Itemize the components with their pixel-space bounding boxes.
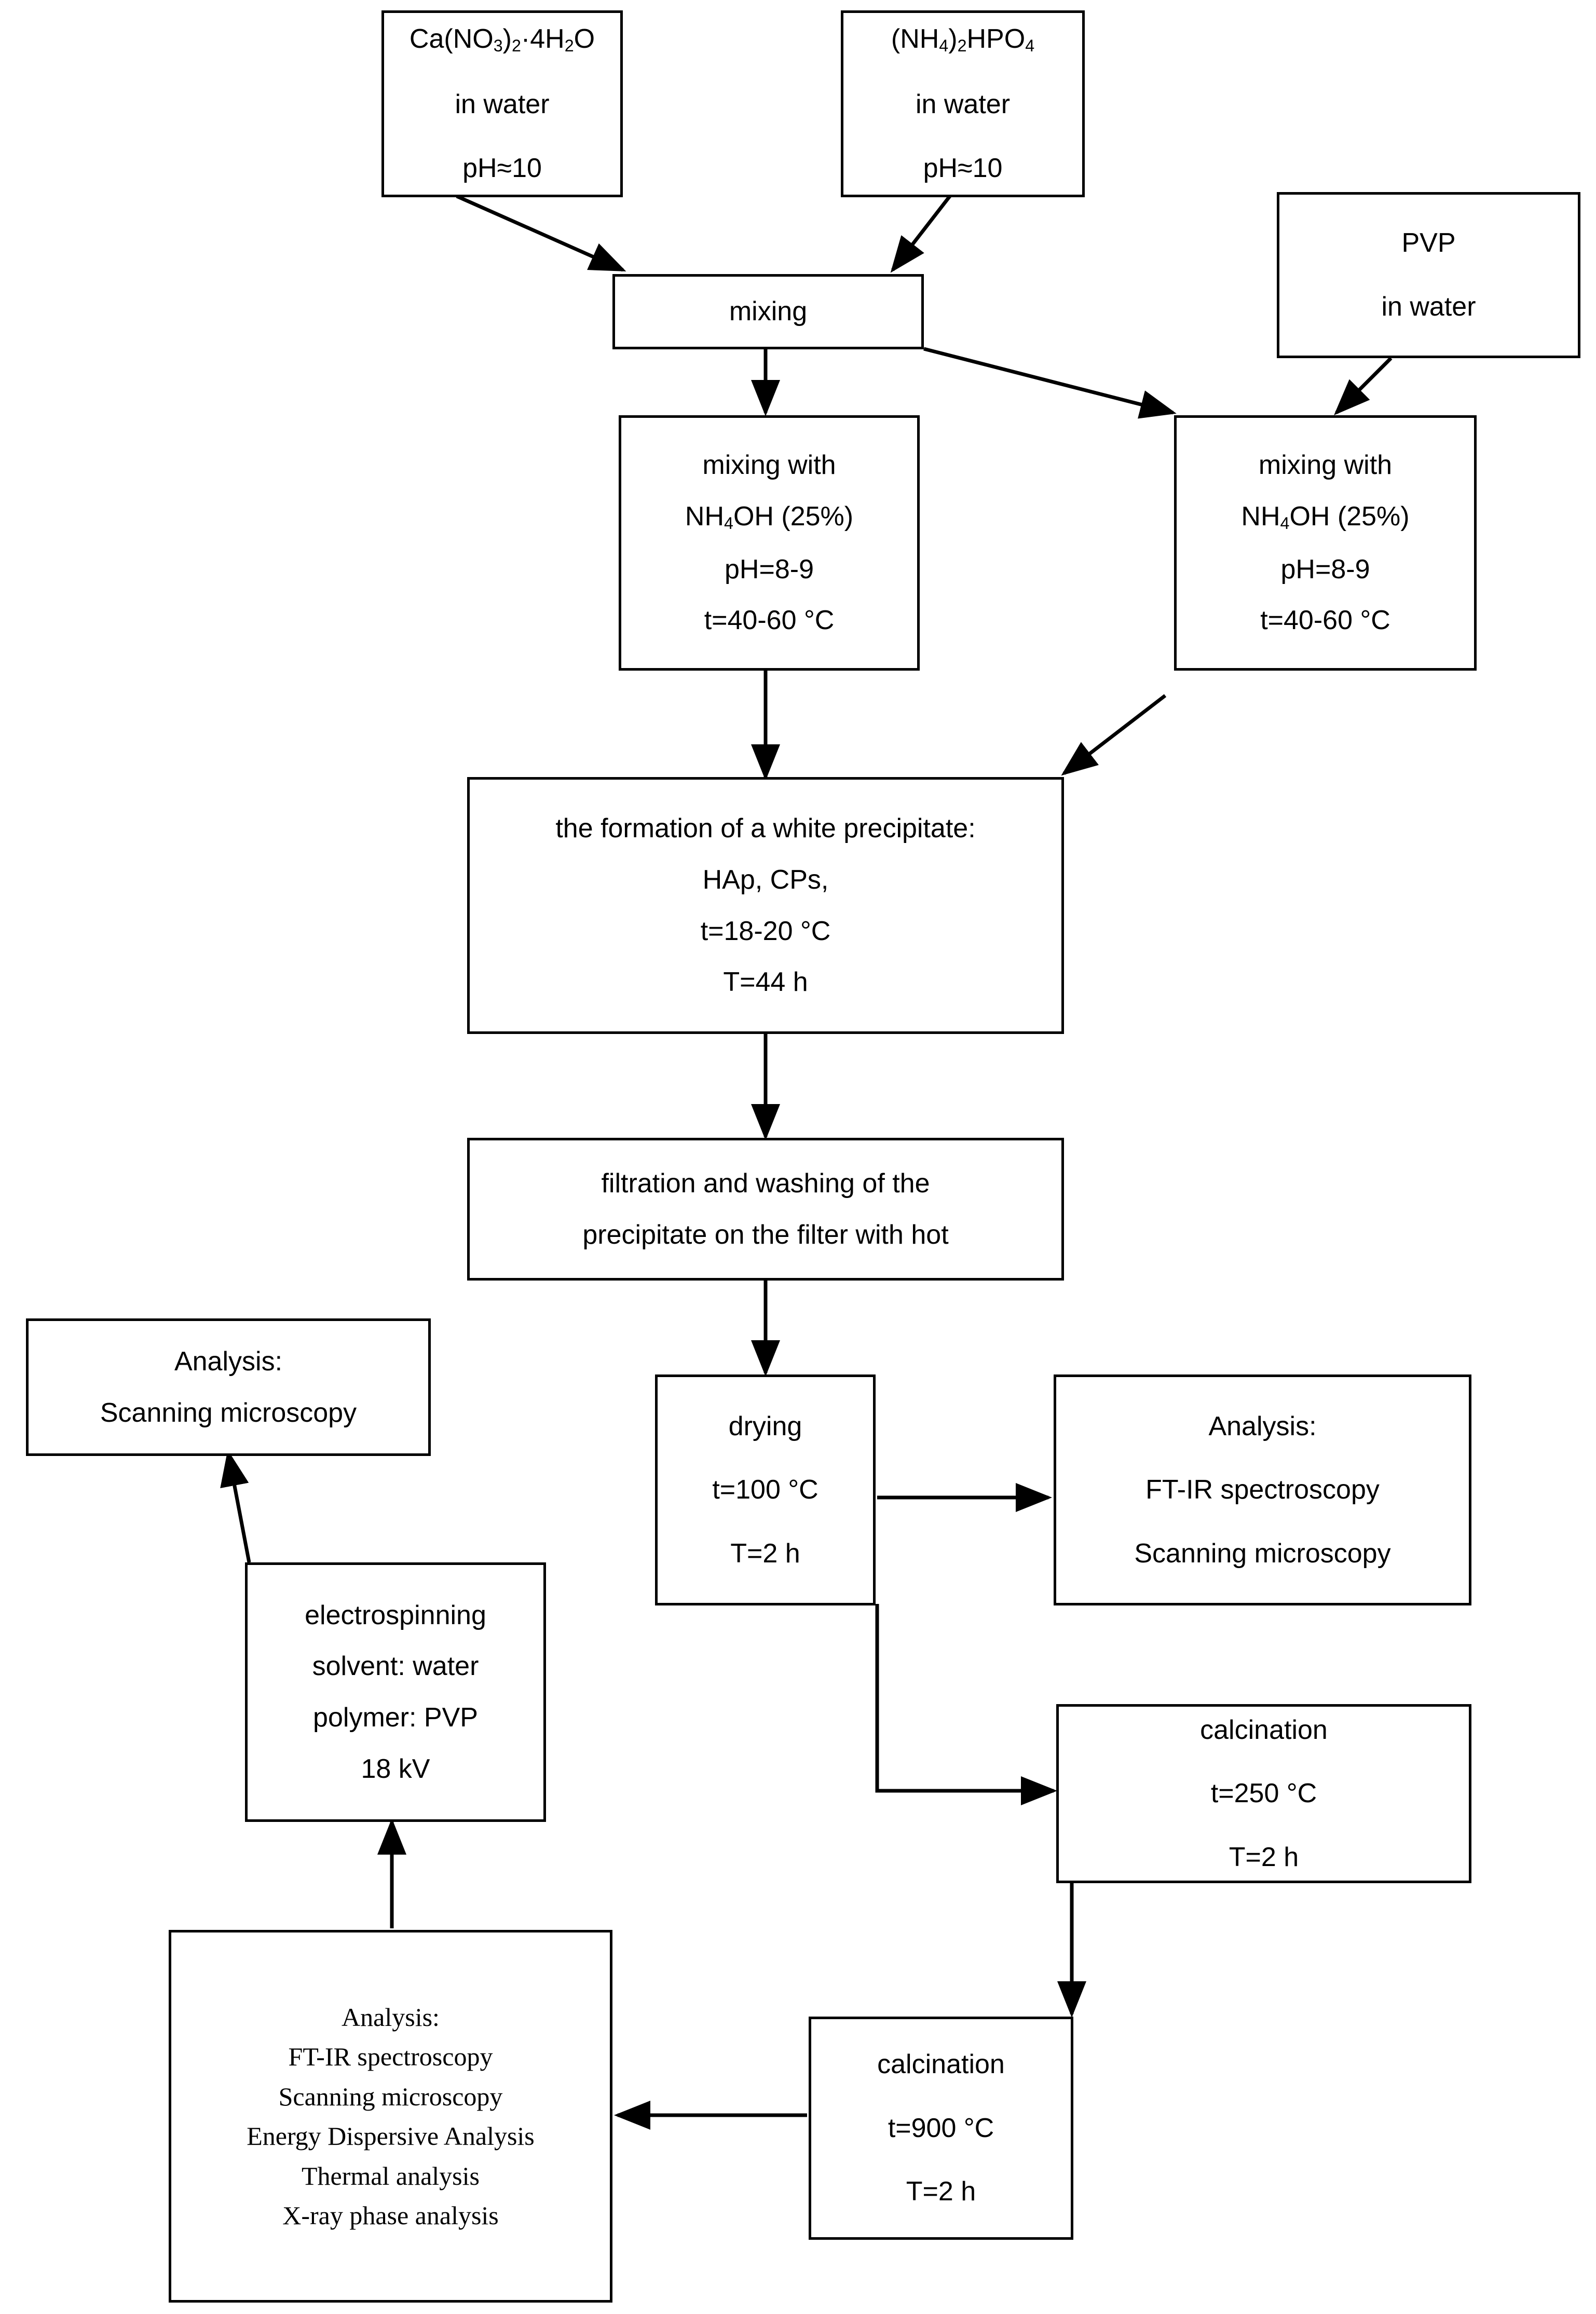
- ammonium-phosphate-ph: pH≈10: [923, 153, 1003, 183]
- ammonium-phosphate-formula: (NH4)2HPO4: [891, 24, 1035, 56]
- node-mixing-nh4oh-right[interactable]: mixing with NH4OH (25%) pH=8-9 t=40-60 °…: [1174, 415, 1477, 671]
- mixing-nh4oh-left-line1: mixing with: [702, 450, 836, 481]
- node-pvp-in-water[interactable]: PVP in water: [1277, 192, 1580, 358]
- connector-electrospinning-to-analysis-scanning: [220, 1450, 251, 1563]
- connector-nh4oh-right-to-precipitate: [1061, 694, 1167, 776]
- calcium-nitrate-formula: Ca(NO3)2·4H2O: [409, 24, 595, 56]
- node-calcination-250[interactable]: calcination t=250 °C T=2 h: [1056, 1704, 1471, 1883]
- calcium-nitrate-ph: pH≈10: [462, 153, 542, 183]
- drying-label: drying: [728, 1411, 802, 1441]
- node-analysis-scanning-top-left[interactable]: Analysis: Scanning microscopy: [26, 1318, 431, 1456]
- calcination-900-temp: t=900 °C: [888, 2113, 994, 2143]
- electrospinning-label: electrospinning: [305, 1600, 486, 1630]
- connector-mixing-to-nh4oh-right: [923, 347, 1177, 419]
- analysis-ftir-title: Analysis:: [1208, 1411, 1317, 1441]
- node-calcium-nitrate[interactable]: Ca(NO3)2·4H2O in water pH≈10: [381, 10, 623, 197]
- analysis-ftir-method-1: FT-IR spectroscopy: [1145, 1475, 1380, 1505]
- mixing-nh4oh-left-reagent: NH4OH (25%): [685, 501, 854, 533]
- drying-duration: T=2 h: [730, 1538, 800, 1569]
- node-white-precipitate[interactable]: the formation of a white precipitate: HA…: [467, 777, 1064, 1034]
- calcination-250-label: calcination: [1200, 1714, 1328, 1745]
- node-filtration[interactable]: filtration and washing of the precipitat…: [467, 1138, 1064, 1281]
- node-mixing-nh4oh-left[interactable]: mixing with NH4OH (25%) pH=8-9 t=40-60 °…: [619, 415, 920, 671]
- precipitate-phases: HAp, CPs,: [702, 864, 829, 895]
- precipitate-duration: T=44 h: [723, 967, 808, 998]
- connector-pvp-to-nh4oh-right: [1334, 357, 1393, 415]
- mixing-nh4oh-right-reagent: NH4OH (25%): [1241, 501, 1410, 533]
- calcium-nitrate-solvent: in water: [455, 89, 550, 120]
- connector-ammphos-to-mixing: [890, 195, 951, 273]
- node-electrospinning[interactable]: electrospinning solvent: water polymer: …: [245, 1562, 546, 1822]
- analysis-full-method-1: FT-IR spectroscopy: [288, 2042, 493, 2071]
- node-calcination-900[interactable]: calcination t=900 °C T=2 h: [809, 2017, 1073, 2240]
- node-mixing[interactable]: mixing: [612, 274, 924, 349]
- mixing-nh4oh-right-ph: pH=8-9: [1280, 554, 1370, 584]
- filtration-line2: precipitate on the filter with hot: [582, 1219, 949, 1250]
- analysis-scanning-method: Scanning microscopy: [100, 1397, 357, 1428]
- electrospinning-solvent: solvent: water: [312, 1651, 479, 1682]
- analysis-scanning-title: Analysis:: [174, 1346, 283, 1377]
- pvp-label: PVP: [1401, 228, 1456, 258]
- precipitate-title: the formation of a white precipitate:: [555, 813, 976, 844]
- analysis-full-method-2: Scanning microscopy: [278, 2081, 503, 2111]
- analysis-full-title: Analysis:: [342, 2002, 440, 2032]
- pvp-solvent: in water: [1381, 292, 1476, 322]
- calcination-900-label: calcination: [877, 2049, 1005, 2080]
- node-analysis-ftir-right[interactable]: Analysis: FT-IR spectroscopy Scanning mi…: [1054, 1374, 1471, 1605]
- analysis-ftir-method-2: Scanning microscopy: [1134, 1538, 1391, 1569]
- analysis-full-method-5: X-ray phase analysis: [282, 2201, 499, 2230]
- calcination-250-duration: T=2 h: [1229, 1842, 1299, 1872]
- mixing-label: mixing: [729, 296, 808, 327]
- calcination-900-duration: T=2 h: [906, 2176, 976, 2207]
- electrospinning-polymer: polymer: PVP: [313, 1703, 478, 1733]
- connector-canitrate-to-mixing: [456, 194, 626, 272]
- electrospinning-voltage: 18 kV: [361, 1753, 430, 1784]
- node-drying[interactable]: drying t=100 °C T=2 h: [655, 1374, 876, 1605]
- filtration-line1: filtration and washing of the: [601, 1168, 930, 1199]
- connector-drying-to-calcination250: [875, 1604, 1057, 1805]
- ammonium-phosphate-solvent: in water: [915, 89, 1011, 120]
- analysis-full-method-3: Energy Dispersive Analysis: [247, 2121, 535, 2150]
- node-analysis-full-bottom[interactable]: Analysis: FT-IR spectroscopy Scanning mi…: [169, 1930, 612, 2303]
- mixing-nh4oh-right-temp: t=40-60 °C: [1260, 605, 1390, 636]
- precipitate-temp: t=18-20 °C: [700, 916, 831, 946]
- drying-temp: t=100 °C: [712, 1475, 819, 1505]
- mixing-nh4oh-right-line1: mixing with: [1258, 450, 1393, 481]
- mixing-nh4oh-left-temp: t=40-60 °C: [704, 605, 835, 636]
- mixing-nh4oh-left-ph: pH=8-9: [725, 554, 814, 584]
- analysis-full-method-4: Thermal analysis: [302, 2161, 480, 2190]
- node-ammonium-phosphate[interactable]: (NH4)2HPO4 in water pH≈10: [841, 10, 1085, 197]
- calcination-250-temp: t=250 °C: [1210, 1778, 1317, 1809]
